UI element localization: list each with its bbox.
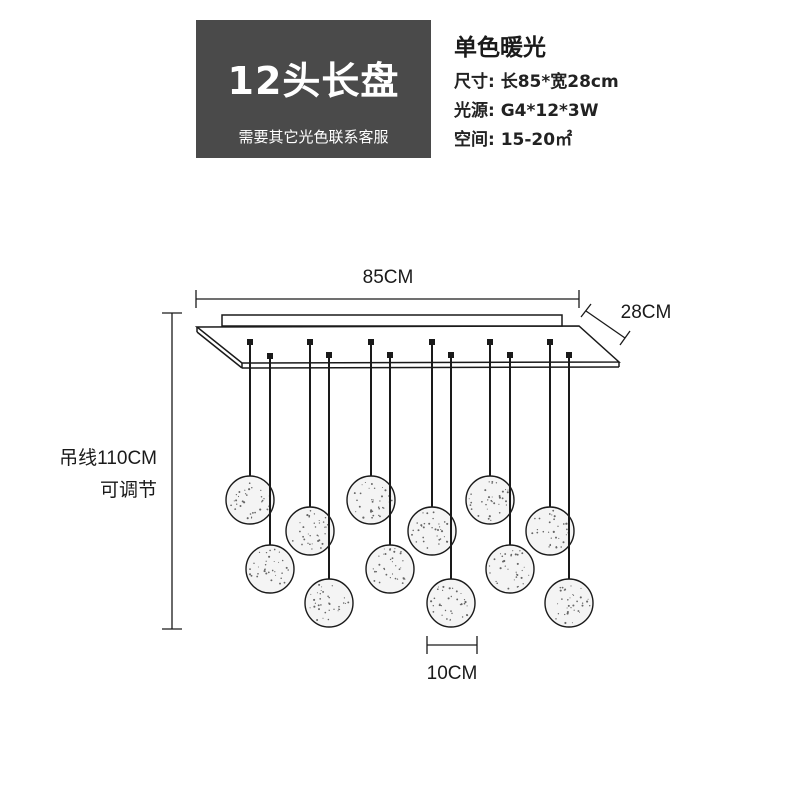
pendant-lamp	[544, 352, 594, 628]
spec-panel: 单色暖光 尺寸: 长85*宽28cm 光源: G4*12*3W 空间: 15-2…	[454, 28, 619, 155]
spec-heading: 单色暖光	[454, 35, 546, 61]
pendant-lamp	[365, 352, 415, 594]
pendant-lamp	[285, 339, 335, 556]
lamp-globe	[346, 475, 396, 525]
lamp-globe	[225, 475, 275, 525]
width-label: 28CM	[621, 302, 672, 323]
length-label: 85CM	[363, 267, 414, 288]
pendant-lamp	[485, 352, 535, 594]
pendant-lamp	[225, 339, 275, 525]
pendant-lamp	[426, 352, 476, 628]
lamp-globe	[426, 578, 476, 628]
wire-adjustable-label: 可调节	[100, 479, 157, 501]
lamp-globe	[465, 475, 515, 525]
pendant-lamp	[304, 352, 354, 628]
lamp-globe	[525, 506, 575, 556]
title-box: 12头长盘 需要其它光色联系客服	[196, 20, 431, 158]
wire-length-label: 吊线110CM	[59, 447, 157, 469]
spec-size: 尺寸: 长85*宽28cm	[454, 72, 619, 92]
lamp-group	[225, 339, 594, 628]
product-subtitle: 需要其它光色联系客服	[238, 128, 389, 146]
lamp-globe	[245, 544, 295, 594]
pendant-lamp	[407, 339, 457, 556]
lamp-globe	[285, 506, 335, 556]
lamp-globe	[365, 544, 415, 594]
lamp-globe	[407, 506, 457, 556]
product-title: 12头长盘	[227, 59, 400, 103]
spec-light: 光源: G4*12*3W	[454, 101, 599, 121]
pendant-lamp	[346, 339, 396, 525]
canopy-plate	[194, 314, 621, 369]
globe-size-label: 10CM	[427, 663, 478, 684]
pendant-lamp	[465, 339, 515, 525]
lamp-globe	[544, 578, 594, 628]
pendant-lamp	[525, 339, 575, 556]
pendant-lamp	[245, 353, 295, 594]
lamp-globe	[485, 544, 535, 594]
spec-space: 空间: 15-20㎡	[454, 130, 573, 150]
